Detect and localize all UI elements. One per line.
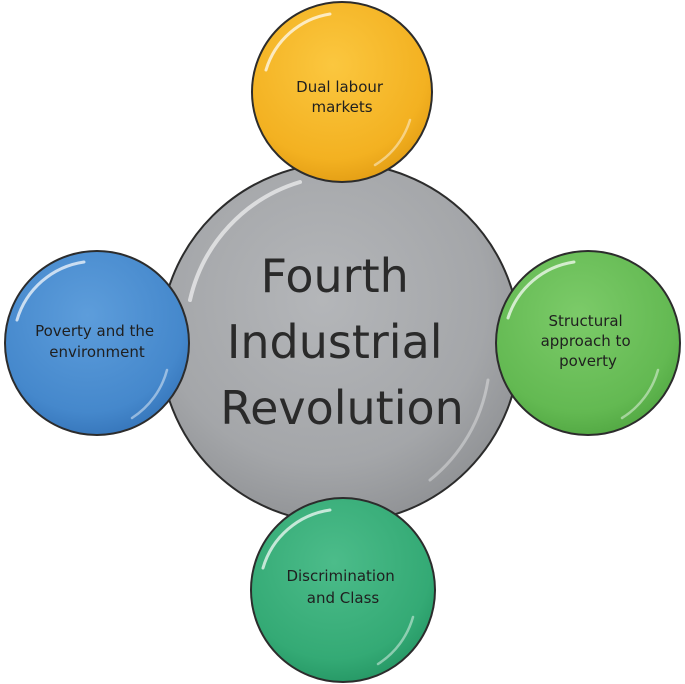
center-title-line-3: Revolution xyxy=(220,381,464,435)
svg-text:Fourth Industrial: Fourth Industrial Revolution xyxy=(220,249,464,435)
node-top-line-1: Dual labour xyxy=(296,78,384,96)
node-top-line-2: markets xyxy=(311,98,372,116)
node-poverty-and-the-environment: Poverty and the environment xyxy=(4,250,190,436)
node-bottom-line-1: Discrimination xyxy=(286,567,394,585)
center-title-line-2: Industrial xyxy=(227,315,443,369)
node-dual-labour-markets: Dual labour markets xyxy=(251,1,433,183)
svg-text:Dual labour markets: Dual labour markets xyxy=(296,78,388,116)
node-left-line-2: environment xyxy=(49,343,145,361)
center-title-line-1: Fourth xyxy=(261,249,409,303)
node-left-line-1: Poverty and the xyxy=(35,322,154,340)
node-discrimination-and-class: Discrimination and Class xyxy=(250,497,436,683)
node-bottom-line-2: and Class xyxy=(307,589,380,607)
node-right-line-3: poverty xyxy=(559,352,617,370)
svg-text:Structural approach to: Structural approach to poverty xyxy=(541,312,636,370)
center-circle: Fourth Industrial Revolution xyxy=(159,162,521,524)
svg-text:Discrimination and Class: Discrimination and Class xyxy=(286,567,399,607)
node-structural-approach-to-poverty: Structural approach to poverty xyxy=(495,250,681,436)
node-right-line-1: Structural xyxy=(548,312,622,330)
svg-text:Poverty and the environm: Poverty and the environment xyxy=(35,322,159,361)
node-right-line-2: approach to xyxy=(541,332,631,350)
